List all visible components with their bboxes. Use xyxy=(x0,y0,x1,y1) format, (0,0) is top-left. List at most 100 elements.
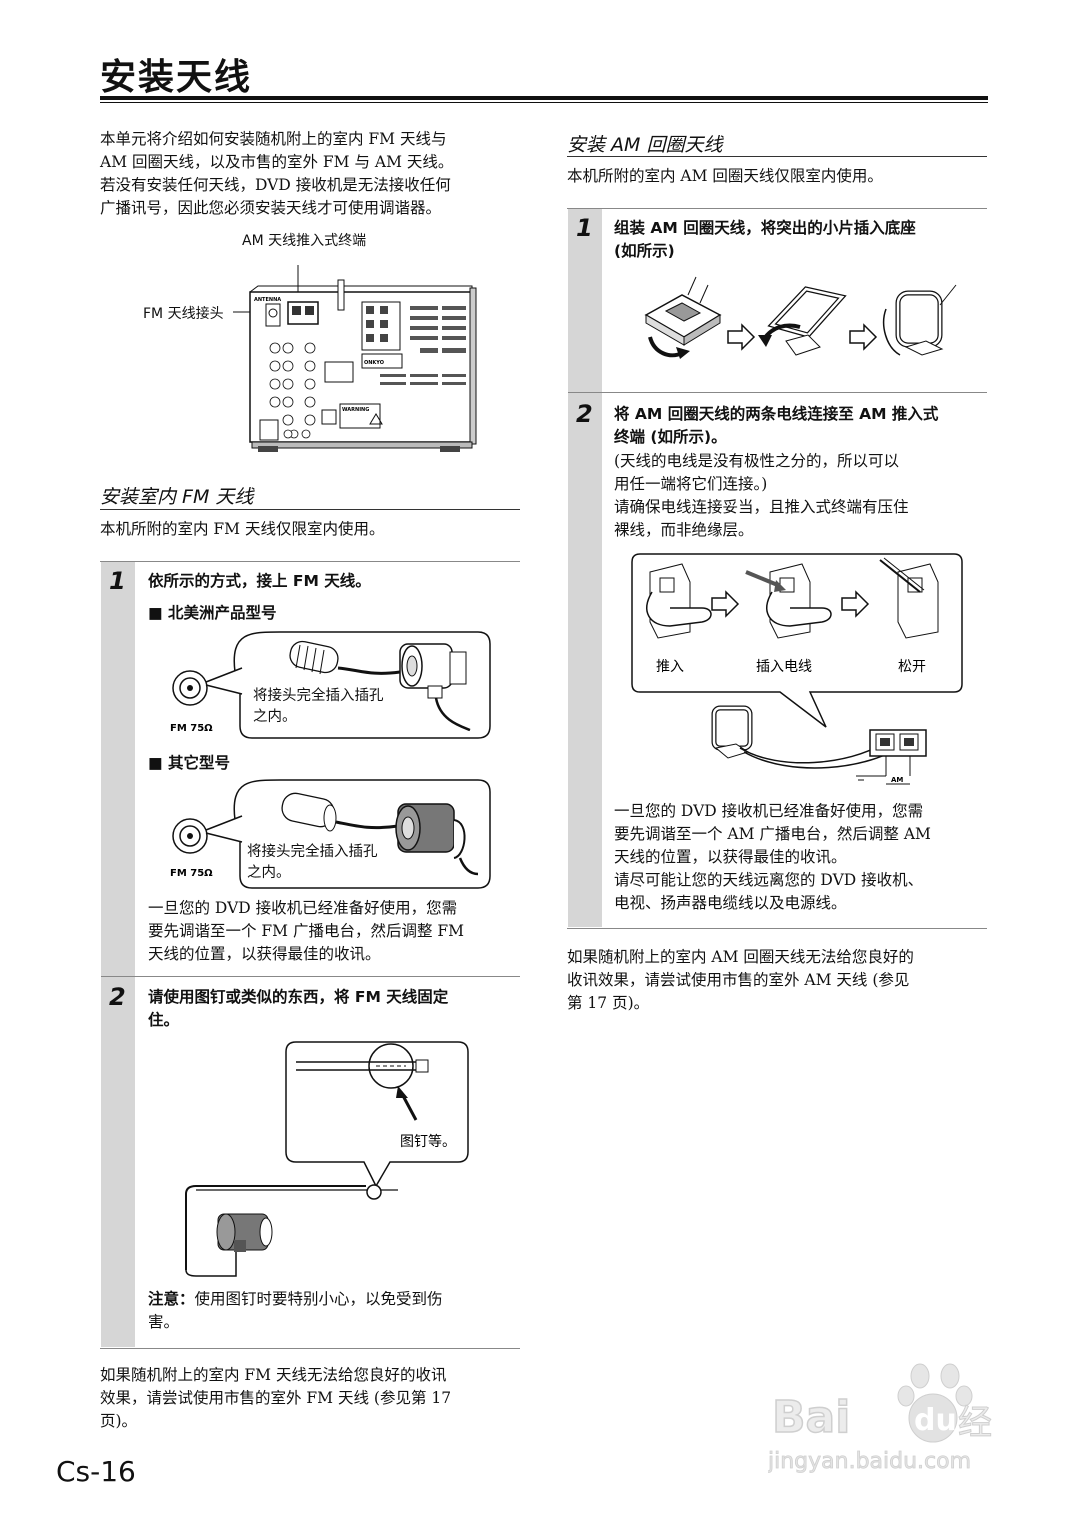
am-step2-note: 一旦您的 DVD 接收机已经准备好使用，您需 要先调谐至一个 AM 广播电台，然… xyxy=(614,800,979,915)
baidu-watermark-logo: Bai du 经 jingyan.baidu.com xyxy=(768,1363,993,1474)
fm-step1-note: 一旦您的 DVD 接收机已经准备好使用，您需 要先调谐至一个 FM 广播电台，然… xyxy=(148,897,513,966)
note-line: 要先调谐至一个 FM 广播电台，然后调整 FM xyxy=(148,922,465,940)
brand-text: ONKYO xyxy=(364,360,384,366)
am-terminal-illustration: 推入 插入电线 松开 AM xyxy=(631,553,963,785)
pin-label: 图钉等。 xyxy=(400,1133,456,1150)
intro-paragraph: 本单元将介绍如何安装随机附上的室内 FM 天线与 AM 回圈天线，以及市售的室外… xyxy=(100,128,520,220)
rear-panel-illustration: ANTENNA ONKYO WARNING xyxy=(233,265,477,452)
footer-line: 第 17 页)。 xyxy=(567,994,650,1012)
fm-jack-icon xyxy=(268,308,278,318)
svg-text:Bai: Bai xyxy=(772,1392,850,1443)
fm-caution: 注意：使用图钉时要特别小心，以免受到伤 害。 xyxy=(148,1288,513,1334)
caution-text: 使用图钉时要特别小心，以免受到伤 xyxy=(194,1290,443,1308)
caption-line: 之内。 xyxy=(247,865,291,881)
intro-line: 若没有安装任何天线，DVD 接收机是无法接收任何 xyxy=(100,176,451,194)
note-line: 一旦您的 DVD 接收机已经准备好使用，您需 xyxy=(148,899,458,917)
footer-line: 如果随机附上的室内 FM 天线无法给您良好的收讯 xyxy=(100,1366,447,1384)
am-steps-gutter xyxy=(568,209,602,927)
warning-text: WARNING xyxy=(342,407,369,413)
callout-bubble xyxy=(285,1041,469,1188)
insert-wire-icon xyxy=(745,563,832,639)
note-line: 要先调谐至一个 AM 广播电台，然后调整 AM xyxy=(614,825,931,843)
antenna-panel-text: ANTENNA xyxy=(254,297,281,303)
page-number: Cs-16 xyxy=(56,1455,136,1488)
am-loop-fold-icon xyxy=(758,286,847,356)
note-line: 一旦您的 DVD 接收机已经准备好使用，您需 xyxy=(614,802,924,820)
am-heading-rule xyxy=(567,156,987,157)
note-line: 请尽可能让您的天线远离您的 DVD 接收机、 xyxy=(614,871,924,889)
sub-line: 请确保电线连接妥当，且推入式终端有压住 xyxy=(614,498,909,516)
pin-illustration: 图钉等。 xyxy=(185,1041,469,1277)
step-line: 请使用图钉或类似的东西，将 FM 天线固定 xyxy=(148,988,449,1006)
footer-line: 效果，请尝试使用市售的室外 FM 天线 (参见第 17 xyxy=(100,1389,452,1407)
step-line: 将 AM 回圈天线的两条电线连接至 AM 推入式 xyxy=(614,405,939,423)
fm-steps-gutter xyxy=(101,562,135,1347)
svg-text:经: 经 xyxy=(958,1403,992,1443)
fm-north-america-label: ■ 北美洲产品型号 xyxy=(148,604,277,622)
note-line: 电视、扬声器电缆线以及电源线。 xyxy=(614,894,847,912)
fm-other-caption: 将接头完全插入插孔 之内。 xyxy=(247,842,378,884)
caution-text: 害。 xyxy=(148,1313,180,1331)
fm-step1-number: 1 xyxy=(109,567,126,595)
push-terminal-icon xyxy=(646,563,712,639)
fm-jack-label: FM 75Ω xyxy=(170,868,213,879)
footer-line: 如果随机附上的室内 AM 回圈天线无法给您良好的 xyxy=(567,948,914,966)
fm-step-divider xyxy=(101,976,520,977)
step-line: 组装 AM 回圈天线，将突出的小片插入底座 xyxy=(614,219,916,237)
arrow-right-icon xyxy=(727,323,756,351)
am-steps-box xyxy=(567,208,987,929)
cable-icon xyxy=(337,279,345,311)
fm-step2-number: 2 xyxy=(109,983,126,1011)
sub-line: 用任一端将它们连接。) xyxy=(614,475,768,493)
step-line: (如所示) xyxy=(614,242,675,260)
am-footer: 如果随机附上的室内 AM 回圈天线无法给您良好的 收讯效果，请尝试使用市售的室外… xyxy=(567,946,987,1015)
am-terminal-label: AM xyxy=(891,776,903,784)
am-section-heading: 安装 AM 回圈天线 xyxy=(567,134,723,156)
fm-steps-box xyxy=(100,561,520,1349)
am-step1-text: 组装 AM 回圈天线，将突出的小片插入底座 (如所示) xyxy=(614,217,979,263)
fm-step1-text: 依所示的方式，接上 FM 天线。 xyxy=(148,572,371,590)
am-terminal-block-icon xyxy=(869,729,927,757)
am-loop-antenna-icon xyxy=(711,705,753,759)
caption-line: 将接头完全插入插孔 xyxy=(247,844,378,860)
note-line: 天线的位置，以获得最佳的收讯。 xyxy=(614,848,847,866)
caption-line: 之内。 xyxy=(253,709,297,725)
svg-text:du: du xyxy=(914,1403,957,1438)
component-port xyxy=(324,361,354,383)
fig-release-label: 松开 xyxy=(898,659,926,675)
arrow-right-icon xyxy=(841,590,870,618)
fig-push-label: 推入 xyxy=(656,659,684,675)
fm-plug-icon xyxy=(289,640,471,732)
sub-line: 裸线，而非绝缘层。 xyxy=(614,521,754,539)
fm-description: 本机所附的室内 FM 天线仅限室内使用。 xyxy=(100,520,385,538)
fm-other-models-label: ■ 其它型号 xyxy=(148,754,231,772)
am-step2-text: 将 AM 回圈天线的两条电线连接至 AM 推入式 终端 (如所示)。 xyxy=(614,403,979,449)
footer-line: 收讯效果，请尝试使用市售的室外 AM 天线 (参见 xyxy=(567,971,910,989)
caution-label: 注意： xyxy=(148,1290,195,1308)
watermark-url: jingyan.baidu.com xyxy=(768,1449,971,1474)
fm-other-connector-illustration: FM 75Ω xyxy=(170,779,491,889)
fig-insert-label: 插入电线 xyxy=(756,659,812,675)
fm-step2-text: 请使用图钉或类似的东西，将 FM 天线固定 住。 xyxy=(148,986,513,1032)
am-description: 本机所附的室内 AM 回圈天线仅限室内使用。 xyxy=(567,167,883,185)
arrow-right-icon xyxy=(711,590,740,618)
arrow-right-icon xyxy=(849,323,878,351)
am-terminal-label: AM 天线推入式终端 xyxy=(242,233,367,249)
fm-heading-rule xyxy=(100,509,520,510)
am-loop-assembly-illustration xyxy=(644,276,957,359)
release-terminal-icon xyxy=(879,557,939,639)
fm-na-caption: 将接头完全插入插孔 之内。 xyxy=(253,686,384,728)
am-step2-subtext: (天线的电线是没有极性之分的，所以可以 用任一端将它们连接。) 请确保电线连接妥… xyxy=(614,450,979,542)
fm-plug-icon xyxy=(216,1213,273,1252)
fm-na-connector-illustration: FM 75Ω xyxy=(170,631,491,739)
am-step1-number: 1 xyxy=(576,214,593,242)
pin-head-icon xyxy=(366,1184,382,1200)
fm-jack-label: FM 75Ω xyxy=(170,723,213,734)
title-rule xyxy=(100,96,988,100)
step-line: 终端 (如所示)。 xyxy=(614,428,727,446)
fm-connector-label: FM 天线接头 xyxy=(143,306,224,322)
magnify-circle xyxy=(368,1043,414,1089)
sub-line: (天线的电线是没有极性之分的，所以可以 xyxy=(614,452,900,470)
fm-section-heading: 安装室内 FM 天线 xyxy=(100,486,254,508)
am-step-divider xyxy=(568,392,987,393)
